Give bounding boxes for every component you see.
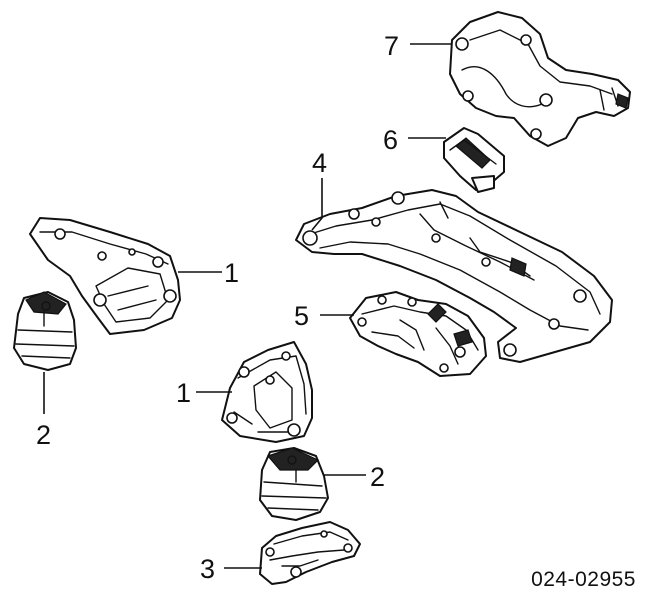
part-4-crossmember[interactable] xyxy=(295,189,613,363)
callout-7: 7 xyxy=(384,31,399,61)
callout-2-left: 2 xyxy=(36,420,51,450)
leader-4 xyxy=(311,178,323,231)
callout-2-lower: 2 xyxy=(370,462,385,492)
callout-3: 3 xyxy=(200,554,215,584)
reference-number: 024-02955 xyxy=(531,568,636,591)
part-3-heat-shield-bracket[interactable] xyxy=(259,521,361,585)
callout-1-lower: 1 xyxy=(176,378,191,408)
callout-5: 5 xyxy=(294,301,309,331)
callout-6: 6 xyxy=(383,125,398,155)
part-1-engine-bracket-left[interactable] xyxy=(29,217,181,335)
part-7-transmission-bracket[interactable] xyxy=(449,11,631,147)
part-6-rubber-mount[interactable] xyxy=(443,127,505,193)
part-5-transmission-mount[interactable] xyxy=(349,291,487,377)
callout-4: 4 xyxy=(312,148,327,178)
part-1-engine-bracket-right[interactable] xyxy=(221,341,313,443)
part-2-engine-mount-left[interactable] xyxy=(13,291,77,371)
part-2-engine-mount-right[interactable] xyxy=(259,447,329,521)
callout-1-upper: 1 xyxy=(224,258,239,288)
